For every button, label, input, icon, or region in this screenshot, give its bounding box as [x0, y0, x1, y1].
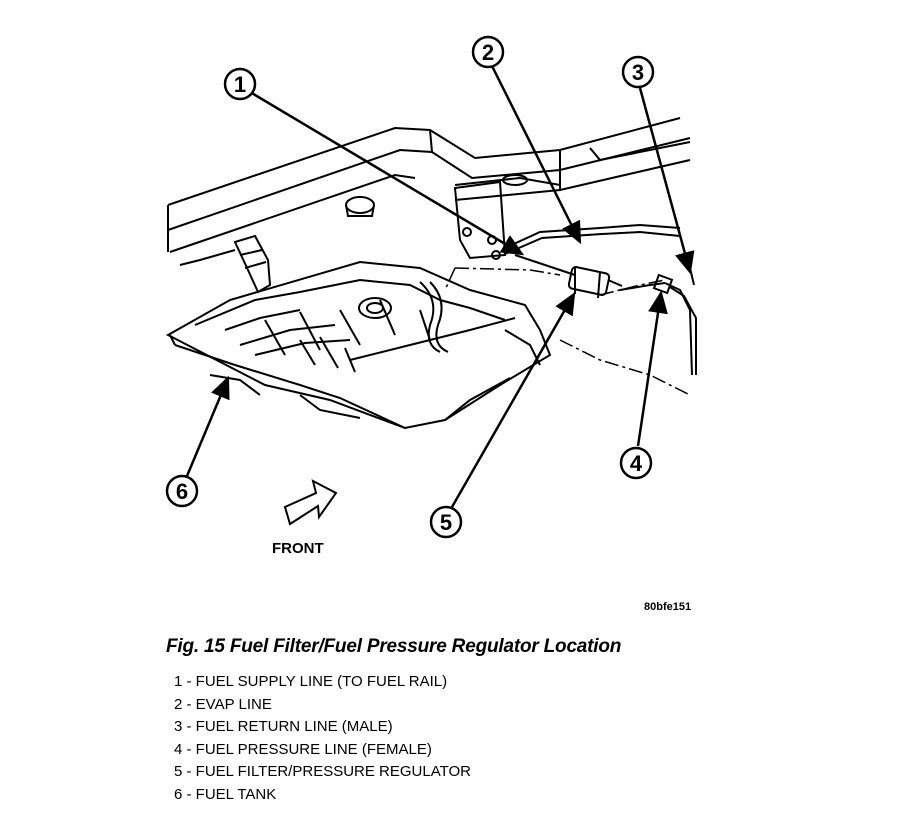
legend-item: 1 - FUEL SUPPLY LINE (TO FUEL RAIL): [174, 673, 448, 690]
mounting-bracket: [453, 180, 507, 260]
callout-4: 4: [619, 446, 653, 480]
legend-item: 6 - FUEL TANK: [174, 785, 277, 803]
frame-rail: [167, 117, 691, 266]
callout-5-number: 5: [440, 510, 452, 535]
callout-4-number: 4: [630, 451, 643, 476]
callout-6: 6: [165, 474, 199, 508]
legend-list: 1 - FUEL SUPPLY LINE (TO FUEL RAIL) 2 - …: [174, 671, 471, 807]
figure-caption: Fig. 15 Fuel Filter/Fuel Pressure Regula…: [166, 636, 622, 657]
callout-2-number: 2: [482, 40, 494, 65]
front-label: FRONT: [272, 540, 324, 557]
front-arrow-icon: [283, 479, 338, 526]
callout-6-number: 6: [176, 479, 188, 504]
dashed-outline: [444, 267, 691, 396]
callout-2: 2: [471, 35, 505, 69]
fuel-filter-regulator: [567, 266, 623, 299]
callout-3-number: 3: [632, 60, 644, 85]
legend-item: 3 - FUEL RETURN LINE (MALE): [174, 718, 393, 736]
callout-leader-lines: [185, 65, 695, 508]
legend-item: 4 - FUEL PRESSURE LINE (FEMALE): [174, 740, 432, 758]
fuel-system-diagram: 1 2 3 4 5 6: [165, 35, 697, 539]
callout-1: 1: [223, 67, 257, 101]
image-code: 80bfe151: [644, 601, 692, 613]
legend-item: 5 - FUEL FILTER/PRESSURE REGULATOR: [174, 763, 472, 781]
callout-5: 5: [429, 505, 463, 539]
legend-item: 2 - EVAP LINE: [174, 695, 272, 713]
callout-1-number: 1: [234, 72, 246, 97]
filler-neck: [233, 234, 272, 294]
callout-3: 3: [621, 55, 655, 89]
fuel-tank: [165, 260, 552, 430]
